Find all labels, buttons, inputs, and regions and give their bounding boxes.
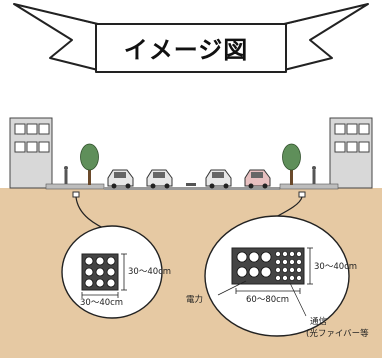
road-surface	[104, 187, 280, 190]
left-height-label: 30〜40cm	[128, 267, 172, 277]
right-detail-bubble	[204, 215, 350, 337]
car-3	[205, 169, 232, 189]
comm-label: 通信	[310, 317, 328, 327]
road-marking	[186, 183, 196, 186]
car-1	[107, 169, 134, 189]
banner-ribbon	[13, 3, 369, 73]
power-label: 電力	[186, 295, 204, 305]
comm-sub-label: (光ファイバー等	[306, 329, 369, 339]
right-height-label: 30〜40cm	[314, 262, 358, 272]
left-building	[9, 117, 53, 189]
pedestrian-right	[312, 166, 316, 184]
right-sidewalk	[279, 183, 339, 190]
pedestrian-left	[64, 166, 68, 184]
left-conduit-marker	[72, 191, 80, 198]
tree-left	[80, 143, 99, 185]
right-conduit-marker	[298, 191, 306, 198]
car-2	[146, 169, 173, 189]
right-building	[329, 117, 373, 189]
banner-title: イメージ図	[123, 35, 249, 64]
left-sidewalk	[45, 183, 105, 190]
tree-right	[282, 143, 301, 185]
right-width-label: 60〜80cm	[246, 295, 290, 305]
left-width-label: 30〜40cm	[80, 298, 124, 308]
left-detail-bubble	[61, 225, 163, 319]
car-4	[244, 169, 271, 189]
